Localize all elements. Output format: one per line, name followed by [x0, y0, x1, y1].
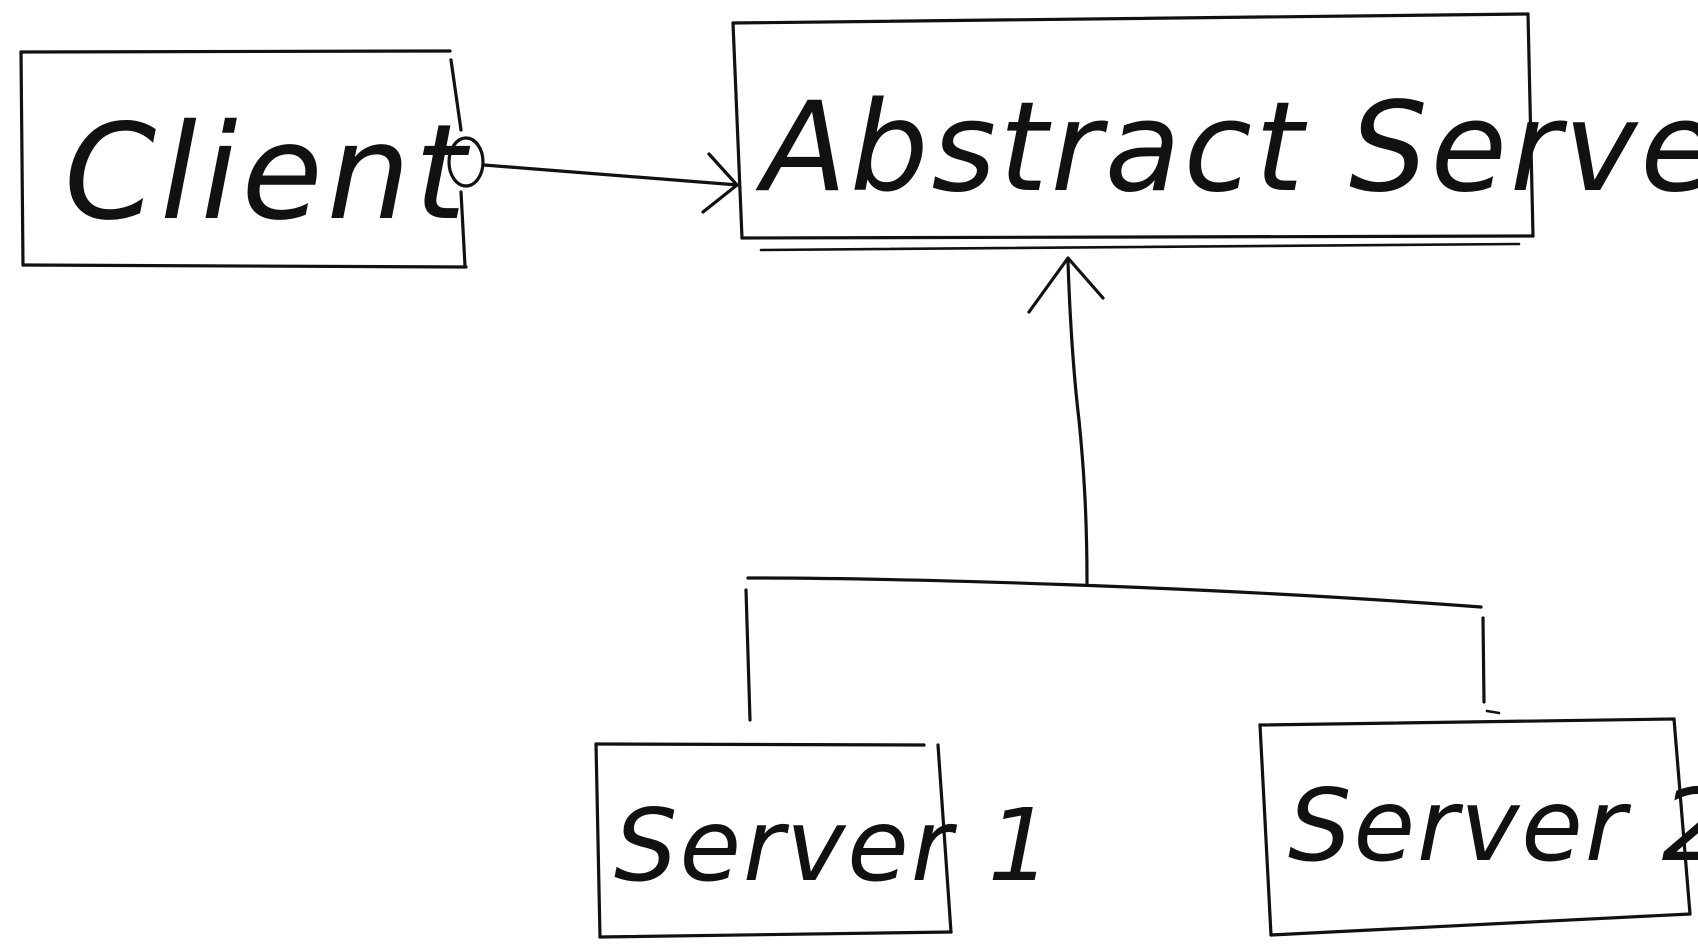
- association-arrow: [482, 152, 740, 214]
- open-arrowhead-icon: [701, 152, 739, 214]
- abstract-server-label: Abstract Server: [755, 76, 1698, 220]
- server1-box: Server 1: [594, 742, 1053, 939]
- server1-label: Server 1: [614, 787, 1053, 904]
- inheritance-arrowhead-icon: [1027, 256, 1105, 314]
- server2-label: Server 2: [1288, 767, 1698, 884]
- inheritance-branch: [744, 576, 1501, 722]
- inheritance-arrow: [1027, 256, 1105, 585]
- client-box: Client: [19, 49, 470, 269]
- interface-circle-icon: [447, 136, 485, 188]
- client-label: Client: [64, 96, 470, 250]
- abstract-server-box: Abstract Server: [731, 12, 1698, 252]
- server2-box: Server 2: [1258, 717, 1698, 937]
